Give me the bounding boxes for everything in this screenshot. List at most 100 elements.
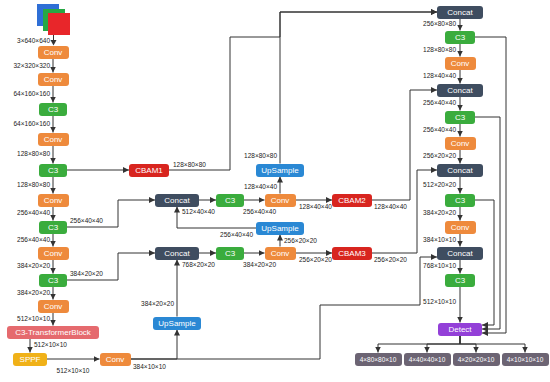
connector [30,339,31,353]
block-label: C3 [455,111,465,124]
block-label: UpSample [158,317,195,330]
connector [47,359,100,360]
dimension-label: 384×20×20 [243,261,276,269]
dimension-label: 512×10×10 [17,315,50,323]
dimension-label: 256×40×40 [70,217,103,225]
dimension-label: 64×160×160 [13,90,50,98]
connector [53,59,54,73]
conv-block: Conv [445,137,476,150]
upsample-block: UpSample [153,317,201,330]
block-label: CBAM2 [338,194,366,207]
block-label: Conv [451,221,470,234]
connector [280,235,281,247]
connector [53,116,54,133]
dimension-label: 128×80×80 [17,181,50,189]
block-label: Concat [447,84,472,97]
dimension-label: 32×320×320 [13,62,50,70]
connector [460,150,461,164]
dimension-label: 128×40×40 [374,203,407,211]
connector [460,207,461,221]
output-tensor: 4×20×20×10 [453,353,500,366]
block-label: C3 [48,221,58,234]
connector [460,260,461,274]
connector [244,200,265,201]
c3-block: C3 [216,194,244,207]
c3-block: C3 [445,31,475,44]
c3-block: C3 [39,274,67,287]
conv-block: Conv [38,46,69,59]
block-label: Conv [271,247,290,260]
block-label: SPPF [20,353,41,366]
connector [280,12,437,164]
dimension-label: 128×40×40 [299,203,332,211]
block-label: 4×20×20×10 [458,353,495,366]
c3-block: C3 [216,247,244,260]
connector [460,287,461,323]
dimension-label: 128×80×80 [17,150,50,158]
block-label: Conv [451,57,470,70]
conv-block: Conv [38,194,69,207]
block-label: 4×80×80×10 [360,353,397,366]
connector [475,200,494,325]
connector [378,336,460,353]
image-layer [48,13,70,35]
connector [53,313,54,326]
connector [199,200,216,201]
dimension-label: 384×20×20 [423,209,456,217]
dimension-label: 256×40×40 [17,236,50,244]
dimension-label: 256×20×20 [374,256,407,264]
connector [53,177,54,194]
dimension-label: 512×10×10 [423,298,456,306]
block-label: Conv [44,46,63,59]
transformer-block: C3-TransformerBlock [7,326,99,339]
connector [67,170,129,171]
connector [460,97,461,111]
dimension-label: 512×10×10 [34,341,67,349]
connector [67,200,155,227]
upsample-block: UpSample [256,222,304,235]
connector [53,287,54,300]
detect-block: Detect [438,323,482,336]
block-label: Conv [44,247,63,260]
concat-block: Concat [155,247,199,260]
dimension-label: 768×10×10 [423,262,456,270]
cbam-block: CBAM3 [332,247,372,260]
concat-block: Concat [437,247,483,260]
dimension-label: 256×40×40 [17,209,50,217]
connector [53,207,54,221]
block-label: Conv [44,194,63,207]
dimension-label: 128×80×80 [173,161,206,169]
dimension-label: 384×10×10 [423,236,456,244]
output-tensor: 4×40×40×10 [404,353,451,366]
connector [475,117,500,329]
block-label: Concat [447,6,472,19]
c3-block: C3 [39,103,67,116]
connector [460,70,461,84]
block-label: Conv [106,353,125,366]
conv-block: Conv [38,73,69,86]
connector [169,12,437,170]
dimension-label: 128×40×40 [244,183,277,191]
dimension-label: 384×10×10 [133,363,166,371]
conv-block: Conv [38,247,69,260]
connector [53,234,54,247]
dimension-label: 256×80×80 [423,20,456,28]
conv-block: Conv [38,300,69,313]
connector [53,86,54,103]
block-label: Concat [164,247,189,260]
output-tensor: 4×10×10×10 [502,353,549,366]
dimension-label: 128×40×40 [423,72,456,80]
cbam-block: CBAM2 [332,194,372,207]
dimension-label: 256×40×40 [423,99,456,107]
connector [296,200,333,201]
dimension-label: 512×40×40 [182,208,215,216]
dimension-label: 256×20×20 [299,256,332,264]
block-label: UpSample [261,222,298,235]
dimension-label: 128×80×80 [244,152,277,160]
dimension-label: 64×160×160 [13,120,50,128]
dimension-label: 3×640×640 [17,37,50,45]
block-label: Conv [44,300,63,313]
block-label: Conv [451,137,470,150]
concat-block: Concat [437,6,483,19]
